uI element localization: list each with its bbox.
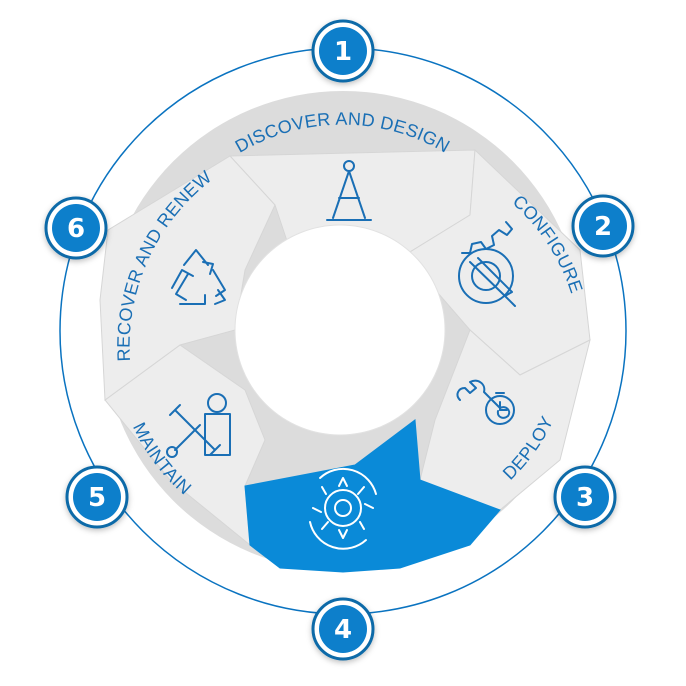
stage-number-5: 5 [88,483,106,513]
segment-deploy[interactable] [414,329,591,511]
stage-badge-1[interactable]: 1 [311,19,375,83]
stage-number-3: 3 [576,483,594,513]
gear-cycle-icon [309,467,377,550]
drafting-compass-icon [326,160,372,221]
number-badges: 1 2 3 4 5 [44,19,635,661]
segment-maintain[interactable] [104,344,266,547]
stage-number-1: 1 [334,37,352,67]
stage-badge-3[interactable]: 3 [553,465,617,529]
icons [166,160,516,550]
stage-badge-5[interactable]: 5 [65,465,129,529]
gear-wrench-icon [458,221,516,307]
wheel-center [234,224,446,436]
wheel-segments [99,148,591,573]
wrench-stopwatch-icon [456,379,515,425]
stage-label-4: OPTIMIZE [301,575,389,599]
stage-number-6: 6 [67,214,85,244]
stage-number-2: 2 [594,212,612,242]
stage-badge-6[interactable]: 6 [44,196,108,260]
stage-number-4: 4 [334,615,352,645]
stage-badge-2[interactable]: 2 [571,194,635,258]
segment-optimize[interactable] [244,419,501,573]
technician-tools-icon [166,393,231,458]
stage-badge-4[interactable]: 4 [311,597,375,661]
recycle-icon [171,249,226,305]
